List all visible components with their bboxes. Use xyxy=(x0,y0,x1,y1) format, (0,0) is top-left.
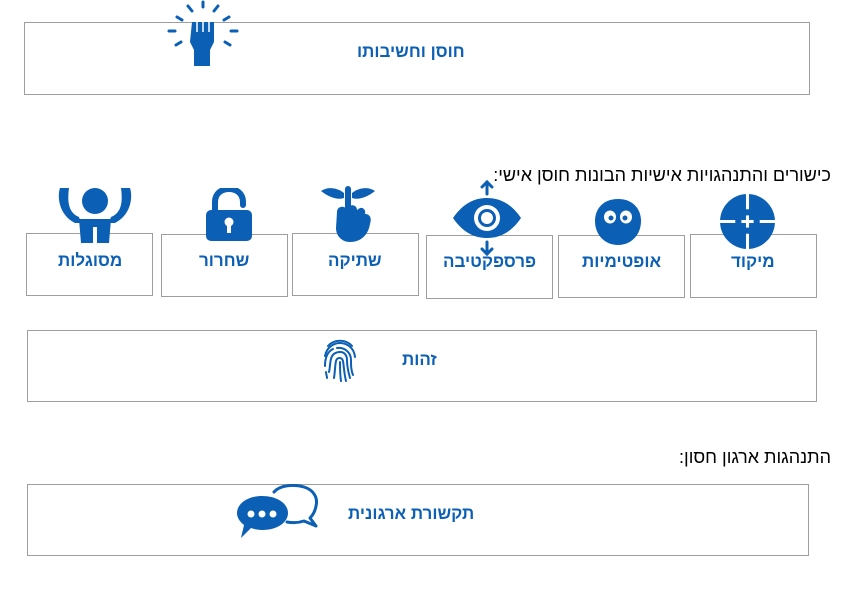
card-perspective[interactable] xyxy=(426,235,553,299)
raised-fist-icon xyxy=(167,0,239,66)
card-release-label: שחרור xyxy=(199,251,250,270)
card-capability-label: מסוגלות xyxy=(58,251,123,270)
person-arms-up-icon xyxy=(58,188,132,243)
card-org-communication-label: תקשורת ארגונית xyxy=(348,504,475,523)
card-org-communication[interactable] xyxy=(27,484,809,556)
chat-bubbles-icon xyxy=(237,484,318,538)
smiley-face-icon xyxy=(595,199,641,245)
card-resilience[interactable] xyxy=(24,22,810,95)
shush-hand-icon xyxy=(321,186,375,242)
card-optimism[interactable] xyxy=(558,235,685,298)
unlocked-padlock-icon xyxy=(206,188,252,241)
fingerprint-icon xyxy=(324,339,356,382)
section-org-heading: התנהגות ארגון חסון: xyxy=(679,447,831,467)
card-focus-label: מיקוד xyxy=(731,252,775,271)
card-identity-label: זהות xyxy=(402,350,437,369)
eye-icon xyxy=(453,180,521,256)
card-perspective-label: פרספקטיבה xyxy=(443,252,537,271)
card-silence-label: שתיקה xyxy=(328,251,382,270)
card-identity[interactable] xyxy=(27,330,817,402)
card-optimism-label: אופטימיות xyxy=(582,252,662,271)
crosshair-icon xyxy=(719,193,776,250)
section-personal-heading: כישורים והתנהגויות אישיות הבונות חוסן אי… xyxy=(493,165,831,185)
card-resilience-label: חוסן וחשיבותו xyxy=(357,42,465,61)
